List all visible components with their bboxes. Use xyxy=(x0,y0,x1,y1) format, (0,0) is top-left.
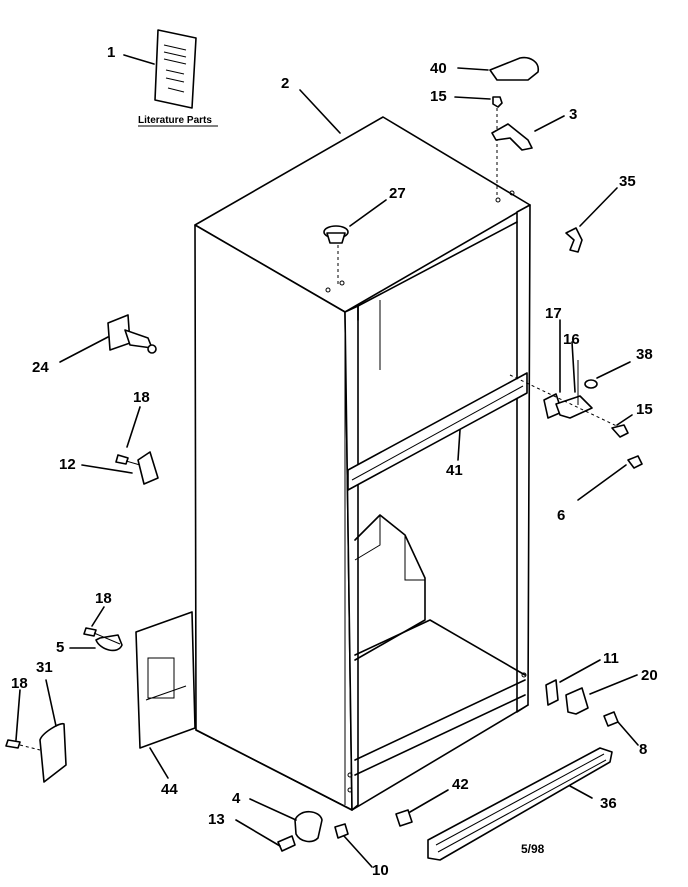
clamp xyxy=(83,627,123,652)
callout-35: 35 xyxy=(619,173,636,190)
callout-18-clamp: 18 xyxy=(95,590,112,607)
callout-15-top: 15 xyxy=(430,88,447,105)
callout-16: 16 xyxy=(563,331,580,348)
roller-assembly xyxy=(107,314,157,354)
bottom-hinge xyxy=(565,687,589,715)
callout-41: 41 xyxy=(446,462,463,479)
callout-18-bracket: 18 xyxy=(133,389,150,406)
callout-27: 27 xyxy=(389,185,406,202)
plug xyxy=(323,225,349,285)
callout-5: 5 xyxy=(56,639,64,656)
date-code: 5/98 xyxy=(521,842,545,856)
callout-4: 4 xyxy=(232,790,241,807)
hinge-cover xyxy=(489,56,540,81)
callout-13: 13 xyxy=(208,811,225,828)
callout-38: 38 xyxy=(636,346,653,363)
bottom-hinge-screw xyxy=(603,711,619,727)
cabinet xyxy=(194,116,531,811)
clip xyxy=(565,227,583,253)
callout-6: 6 xyxy=(557,507,565,524)
callout-1: 1 xyxy=(107,44,115,61)
screw-top xyxy=(492,96,503,195)
bottom-bracket xyxy=(545,679,559,706)
literature-parts-sheet: Literature Parts xyxy=(138,29,218,127)
callout-24: 24 xyxy=(32,359,49,376)
damper-assembly xyxy=(277,810,349,852)
callout-44: 44 xyxy=(161,781,178,798)
callout-10: 10 xyxy=(372,862,389,879)
grille-clip xyxy=(395,809,413,827)
callout-11: 11 xyxy=(603,650,619,667)
top-hinge xyxy=(491,123,533,151)
callout-36: 36 xyxy=(600,795,617,812)
toe-grille xyxy=(427,747,613,861)
callout-15-mid: 15 xyxy=(636,401,653,418)
callout-12: 12 xyxy=(59,456,76,473)
leveler-bracket xyxy=(115,451,159,485)
callout-40: 40 xyxy=(430,60,447,77)
literature-parts-label: Literature Parts xyxy=(138,115,212,126)
callout-labels: 1 2 3 4 5 6 8 10 11 12 13 15 15 16 17 18… xyxy=(11,44,658,879)
callout-2: 2 xyxy=(281,75,289,92)
leader-lines xyxy=(15,54,639,868)
callout-42: 42 xyxy=(452,776,469,793)
side-panel xyxy=(135,611,196,749)
callout-20: 20 xyxy=(641,667,658,684)
callout-31: 31 xyxy=(36,659,53,676)
callout-3: 3 xyxy=(569,106,577,123)
toe-grille-cover xyxy=(5,723,67,783)
callout-17: 17 xyxy=(545,305,562,322)
center-hinge-assembly xyxy=(509,360,643,469)
callout-18-cover: 18 xyxy=(11,675,28,692)
callout-8: 8 xyxy=(639,741,647,758)
